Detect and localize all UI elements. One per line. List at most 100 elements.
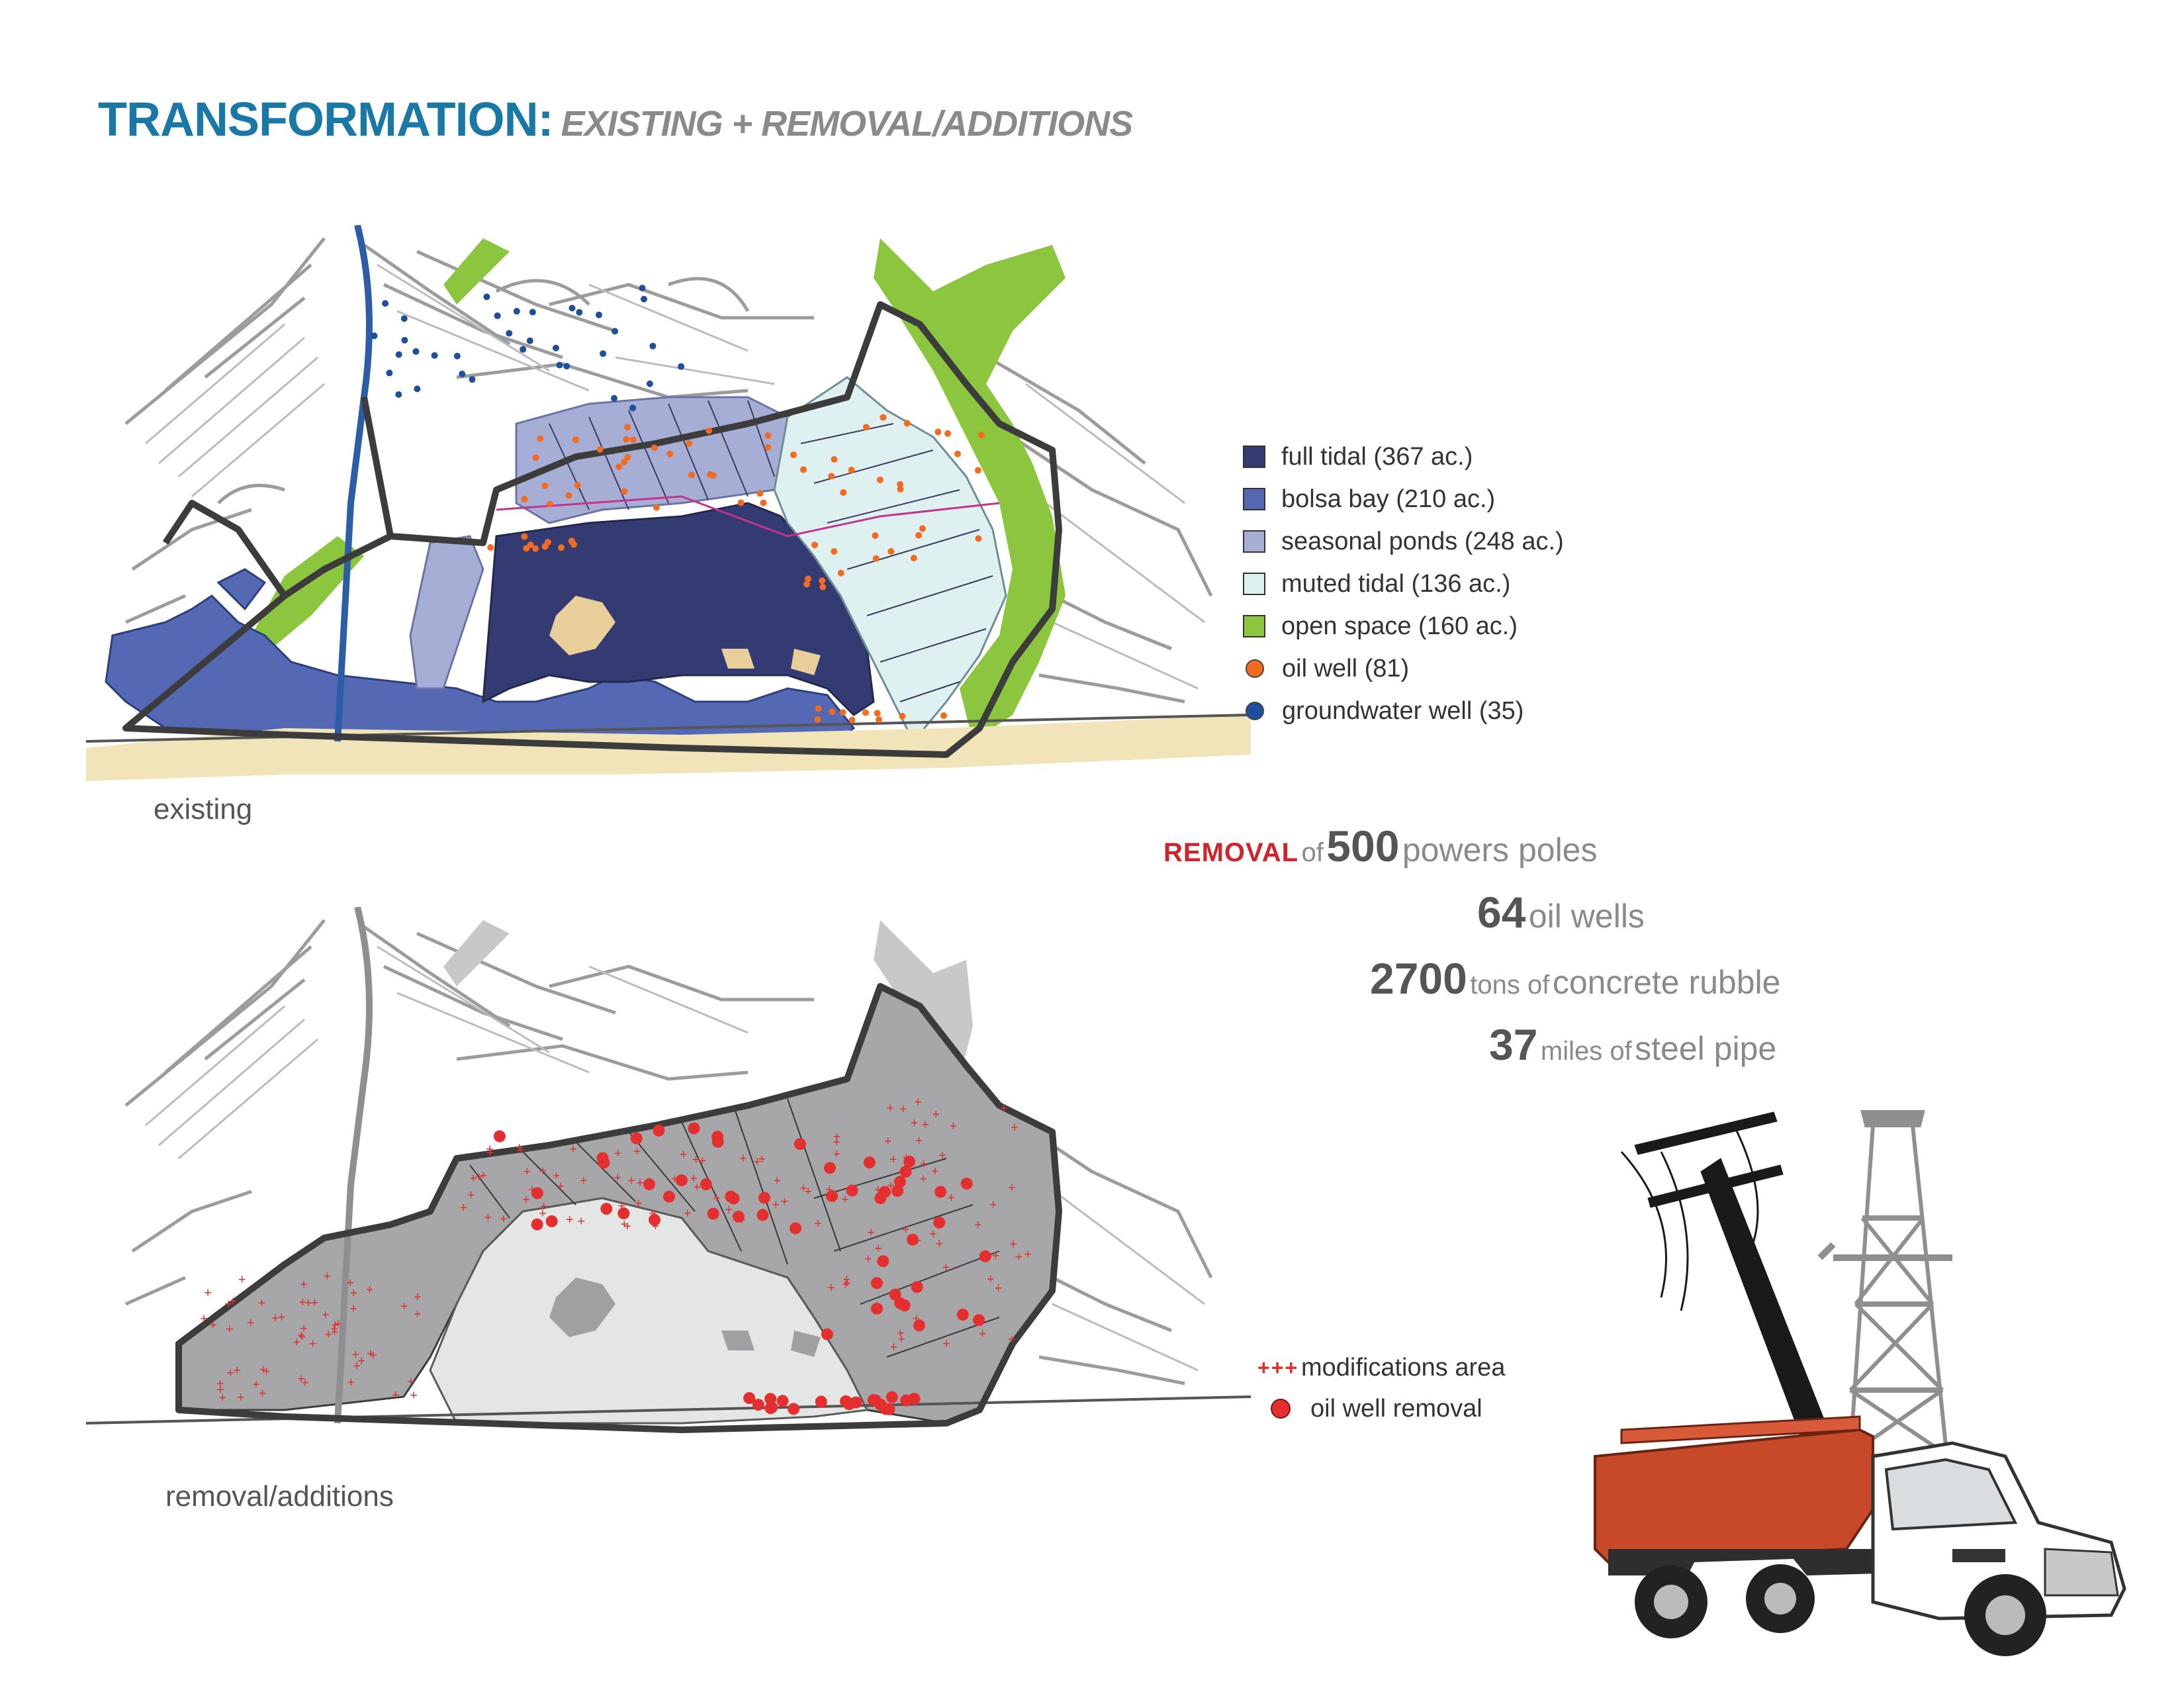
full-tidal-swatch — [1243, 445, 1265, 468]
modification-plus-mark: + — [392, 1388, 400, 1403]
modification-plus-mark: + — [671, 1172, 679, 1186]
oil-well-removal-marker — [733, 1210, 745, 1223]
modification-plus-mark: + — [867, 1225, 875, 1240]
oil-well-removal-marker — [823, 1162, 836, 1174]
legend-item-bolsa-bay: bolsa bay (210 ac.) — [1243, 478, 1564, 520]
modification-plus-mark: + — [469, 1172, 477, 1186]
removal-word: REMOVAL — [1163, 838, 1299, 867]
modification-plus-mark: + — [577, 1215, 585, 1229]
legend-label: oil well (81) — [1282, 654, 1410, 682]
modification-plus-mark: + — [216, 1377, 224, 1391]
modification-plus-mark: + — [263, 1364, 271, 1379]
oil-well-marker — [831, 547, 838, 555]
oil-well-marker — [876, 476, 884, 483]
oil-well-marker — [527, 541, 534, 549]
modification-plus-mark: + — [949, 1119, 957, 1134]
modification-plus-mark: + — [569, 1143, 577, 1157]
oil-well-removal-marker — [545, 1215, 558, 1227]
stat-label: oil wells — [1528, 898, 1645, 935]
modification-plus-mark: + — [369, 1348, 377, 1363]
oil-well-marker — [653, 504, 660, 511]
modification-plus-mark: + — [684, 1207, 692, 1221]
stat-number: 500 — [1326, 821, 1400, 870]
oil-well-removal-marker — [913, 1319, 925, 1332]
oil-well-removal-marker — [906, 1233, 919, 1246]
oil-well-removal-marker — [956, 1309, 969, 1321]
muted-tidal-area — [773, 376, 1007, 743]
modification-plus-mark: + — [633, 1145, 641, 1159]
oil-well-marker — [837, 569, 844, 577]
legend-label: full tidal (367 ac.) — [1281, 442, 1473, 471]
modification-plus-mark: + — [410, 1388, 418, 1403]
modification-plus-mark: + — [987, 1272, 995, 1287]
modification-plus-mark: + — [330, 1322, 338, 1336]
oil-well-marker — [887, 547, 895, 555]
modification-plus-mark: + — [979, 1327, 987, 1341]
oil-well-removal-marker — [821, 1328, 833, 1340]
oil-well-marker — [805, 575, 812, 583]
groundwater-well-marker — [569, 305, 576, 312]
modification-plus-mark: + — [517, 1143, 525, 1158]
modification-plus-mark: + — [947, 1191, 955, 1205]
modification-plus-mark: + — [301, 1376, 309, 1391]
legend-label: open space (160 ac.) — [1281, 612, 1518, 640]
modification-plus-mark: + — [842, 1278, 850, 1292]
oil-well-marker — [532, 454, 539, 461]
oil-well-removal-marker — [883, 1403, 895, 1415]
modification-plus-mark: + — [914, 1095, 922, 1109]
modification-plus-mark: + — [247, 1316, 255, 1331]
oil-well-marker — [651, 444, 658, 451]
modification-plus-mark: + — [204, 1286, 212, 1300]
modification-plus-mark: + — [649, 1207, 657, 1221]
legend-label: groundwater well (35) — [1282, 696, 1524, 725]
oil-well-marker — [974, 467, 981, 474]
modification-plus-mark: + — [889, 1340, 897, 1354]
oil-well-marker — [897, 485, 904, 492]
modifications-plus-symbol: +++ — [1257, 1355, 1299, 1380]
modification-plus-mark: + — [864, 1252, 872, 1267]
full-tidal-area — [482, 502, 875, 716]
oil-well-marker — [880, 414, 887, 421]
modification-plus-mark: + — [1011, 1121, 1019, 1135]
stat-of: tons of — [1470, 970, 1550, 1000]
page-title: TRANSFORMATION:EXISTING + REMOVAL/ADDITI… — [98, 93, 1133, 147]
legend-item-oil-well: oil well (81) — [1243, 647, 1564, 690]
modification-plus-mark: + — [799, 1182, 807, 1196]
modification-plus-mark: + — [931, 1164, 939, 1179]
modification-plus-mark: + — [325, 1328, 333, 1342]
oil-well-removal-marker — [756, 1209, 769, 1221]
oil-well-marker — [666, 450, 674, 457]
stat-label: powers poles — [1402, 831, 1598, 868]
modification-hatching — [469, 1098, 1000, 1358]
modification-plus-mark: + — [539, 1207, 547, 1221]
modification-plus-mark: + — [407, 1374, 415, 1389]
existing-oil-wells — [487, 414, 985, 724]
legend-item-seasonal-ponds: seasonal ponds (248 ac.) — [1243, 520, 1564, 563]
modification-plus-mark: + — [297, 1372, 305, 1386]
groundwater-well-marker — [431, 352, 438, 359]
pond-hatching — [549, 400, 993, 702]
oil-well-marker — [872, 532, 879, 539]
modification-plus-mark: + — [772, 1198, 780, 1213]
oil-well-marker — [541, 543, 549, 550]
modification-plus-mark: + — [921, 1117, 929, 1132]
modification-plus-mark: + — [843, 1272, 851, 1287]
modification-plus-mark: + — [1024, 1247, 1032, 1262]
modification-plus-mark: + — [347, 1276, 355, 1291]
oil-well-marker — [572, 436, 579, 444]
oil-well-removal-marker — [758, 1192, 771, 1204]
modification-plus-mark: + — [932, 1107, 940, 1122]
oil-well-marker — [799, 466, 807, 473]
modification-plus-mark: + — [690, 1172, 698, 1186]
oil-well-removal-marker — [493, 1130, 506, 1143]
groundwater-well-marker — [678, 363, 685, 370]
oil-well-removal-marker — [903, 1155, 916, 1168]
oil-well-removal-marker — [911, 1281, 923, 1293]
modification-plus-mark: + — [692, 1152, 700, 1167]
legend-item-full-tidal: full tidal (367 ac.) — [1243, 436, 1564, 478]
oil-well-marker — [903, 420, 911, 427]
oil-well-marker — [624, 453, 631, 461]
pipeline-route — [496, 495, 1000, 538]
modification-plus-mark: + — [278, 1311, 286, 1325]
project-boundary — [122, 301, 1062, 758]
